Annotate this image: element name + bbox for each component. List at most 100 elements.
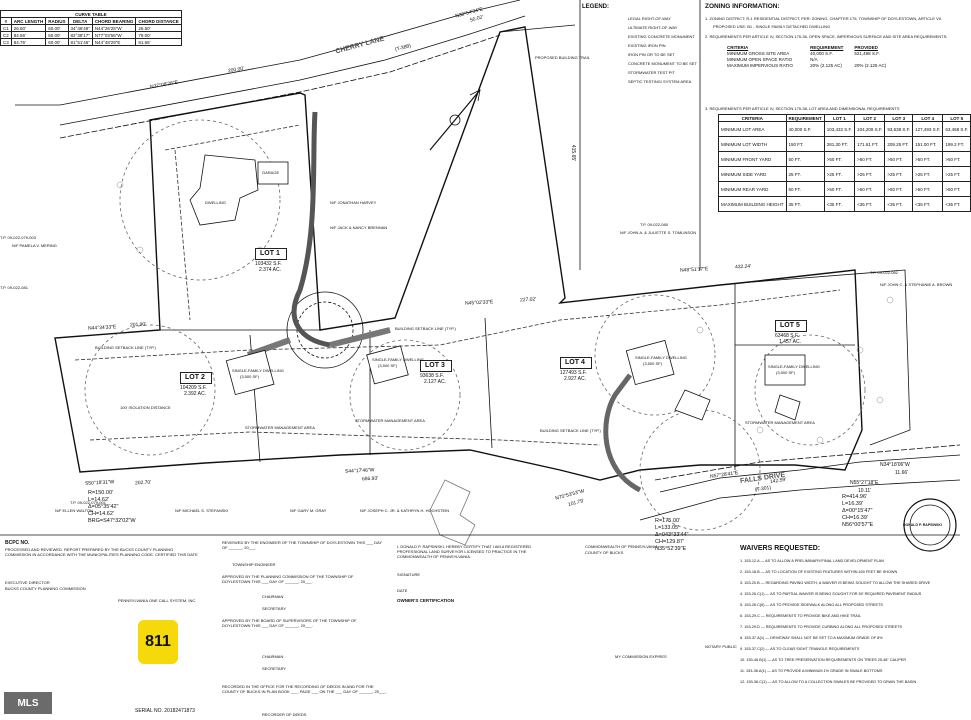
lot-table-col: LOT 3 <box>884 114 914 122</box>
legend-item: ULTIMATE RIGHT-OF-WAY <box>628 25 678 30</box>
waiver-item: 1. 153-12.A — AS TO ALLOW A PRELIMINARY/… <box>740 559 884 563</box>
lot-table-cell: >50 FT. <box>942 151 971 167</box>
site-table-cell: 40,000 S.F. <box>810 50 833 56</box>
lot-id: LOT 1 <box>260 250 280 257</box>
site-table-cell: MAXIMUM IMPERVIOUS RATIO <box>727 62 793 68</box>
driveway <box>291 111 331 348</box>
bearing-label: 415.65' <box>570 144 577 162</box>
lot-table-cell: <35 FT. <box>884 196 914 212</box>
lot-box-2: LOT 2 <box>180 372 212 384</box>
curve-data: L=14.62' <box>88 497 110 503</box>
lot-line-4 <box>484 317 493 449</box>
lot-table-cell: 25 FT. <box>785 166 825 182</box>
curve-table-col-4: CHORD BEARING <box>91 17 137 25</box>
lot-table-col: LOT 1 <box>823 114 856 122</box>
owner-label: T.P. 09-022-079-001 <box>70 500 106 505</box>
curve-table-cell: 34°46'48" <box>67 24 93 32</box>
lot-table-cell: 127,493 S.F. <box>912 121 944 137</box>
curve-data: CH=16.39' <box>842 515 868 521</box>
lot-table-cell: MINIMUM FRONT YARD <box>718 151 787 167</box>
owner-label: T.P. 09-022-080 <box>640 222 668 227</box>
curve-table-cell: 81°51'46" <box>67 38 93 46</box>
lot-table-cell: <35 FT. <box>854 196 886 212</box>
lot-table-cell: <35 FT. <box>823 196 856 212</box>
date-label: DATE <box>397 588 408 593</box>
dwelling-label-lot3: SINGLE-FAMILY DWELLING <box>372 357 424 362</box>
curve-table-cell: N44°26'25"W <box>91 24 137 32</box>
waiver-item: 12. 153-36.C(1) — AS TO ALLOW TO A COLLE… <box>740 680 917 684</box>
lot-table-cell: MINIMUM LOT AREA <box>718 121 787 137</box>
lot-table-cell: 63,468 S.F. <box>942 121 971 137</box>
curve-table-cell: N44°48'29"E <box>91 38 137 46</box>
lot-table-cell: >25 FT. <box>942 166 971 182</box>
owner-label: N/F MICHAEL S. STEFANSKI <box>175 508 229 513</box>
waiver-item: 8. 153-37.A(1) — DRIVEWAY SHALL NOT BE S… <box>740 636 883 640</box>
site-table-col: REQUIREMENT <box>810 44 844 50</box>
lot-table-cell: 103,432 S.F. <box>823 121 856 137</box>
curve-table-cell: 26.60' <box>10 24 47 32</box>
site-table-cell: 20% (2.125 AC) <box>854 62 887 68</box>
proposed-dwelling-lot4 <box>625 339 675 386</box>
lot-table-cell: 35 FT. <box>785 196 825 212</box>
lot-table-col: LOT 2 <box>854 114 886 122</box>
zoning-line4: 3. REQUIREMENTS PER ARTICLE IV, SECTION … <box>705 106 900 111</box>
zoning-line1: 1. ZONING DISTRICT: R-1 RESIDENTIAL DIST… <box>705 16 943 21</box>
legend-item: IRON PIN OR TO BE SET <box>628 52 675 57</box>
engineer-review: REVIEWED BY THE ENGINEER OF THE TOWNSHIP… <box>222 540 382 550</box>
curve-table-cell: C3 <box>0 38 12 46</box>
site-table-cell: N/A <box>810 56 818 62</box>
curve-table-col-0: # <box>0 17 12 25</box>
owner-label: N/F JOHN C. & STEPHANIE A. BROWN <box>880 282 953 287</box>
isolation-label: 100' ISOLATION DISTANCE <box>120 405 171 410</box>
lot-table-col: LOT 4 <box>912 114 944 122</box>
stormwater-label-3: STORMWATER MANAGEMENT AREA <box>745 420 815 425</box>
dwelling-area-lot2: (3,500 SF) <box>240 374 259 379</box>
curve-table-col-5: CHORD DISTANCE <box>135 17 182 25</box>
falls-drive-edge-south <box>639 479 961 521</box>
lot-table-cell: >50 FT. <box>912 181 944 197</box>
twp-engineer-label: TOWNSHIP ENGINEER <box>232 562 276 567</box>
one-call-811-number: 811 <box>145 633 171 650</box>
lot-table-col: REQUIREMENT <box>785 114 825 122</box>
curve-table-cell: 84.56' <box>10 31 47 39</box>
falls-drive-edge-north <box>659 454 961 493</box>
cherry-lane-edge-south <box>59 15 526 126</box>
curve-data: L=16.39' <box>842 501 864 507</box>
lot-table-cell: MINIMUM LOT WIDTH <box>718 136 787 152</box>
cul-de-sac <box>286 291 364 369</box>
bcpc-text: PROCESSED AND REVIEWED. REPORT PREPARED … <box>5 547 198 557</box>
owner-label: T.P. 09-022-081 <box>0 285 28 290</box>
lot-table-cell: MINIMUM REAR YARD <box>718 181 787 197</box>
lot-area: 63468 S.F. <box>775 333 799 339</box>
lot-table-cell: >25 FT. <box>884 166 914 182</box>
stormwater-label-2: STORMWATER MANAGEMENT AREA <box>355 418 425 423</box>
lot-id: LOT 5 <box>780 322 800 329</box>
dwelling-existing-label: DWELLING <box>205 200 226 205</box>
lot-table-cell: >50 FT. <box>884 181 914 197</box>
lot-table-cell: >50 FT. <box>823 181 856 197</box>
dwelling-label-lot2: SINGLE-FAMILY DWELLING <box>232 368 284 373</box>
curve-data: BRG=S47°32'02"W <box>88 518 136 524</box>
waiver-item: 6. 153-29.C — REQUIREMENTS TO PROVIDE BI… <box>740 614 861 618</box>
bearing-label: 10.11' <box>858 488 872 494</box>
proposed-trail-label: PROPOSED BUILDING TRAIL <box>535 55 591 60</box>
curve-data: N35°52'39"E <box>655 546 687 552</box>
owner-label: N/F PAMELA V. MERING <box>12 243 57 248</box>
lot-box-1: LOT 1 <box>255 248 287 260</box>
setback-label-2: BUILDING SETBACK LINE (TYP.) <box>540 428 601 433</box>
lot-table-cell: >50 FT. <box>942 181 971 197</box>
site-table-cell: 521,498 S.F. <box>854 50 880 56</box>
lot-acres: 2.392 AC. <box>184 391 206 397</box>
